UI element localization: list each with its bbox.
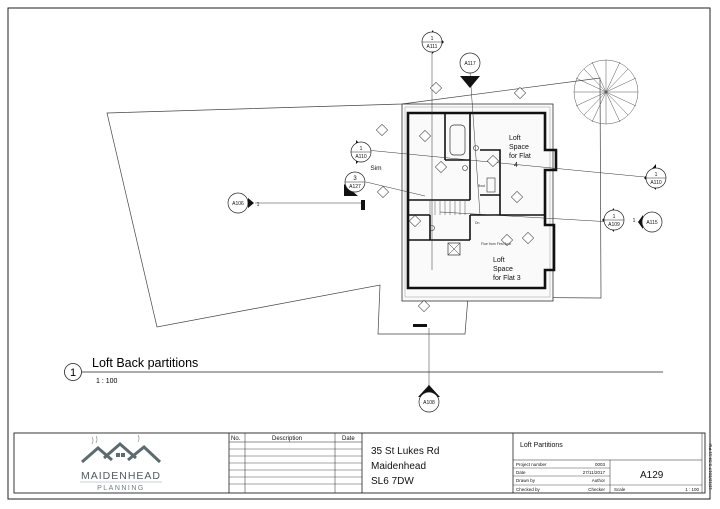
field-project-number-label: Project number bbox=[516, 462, 547, 467]
note-dn: Dn bbox=[475, 221, 480, 225]
callout-a106[interactable]: A106 1 bbox=[227, 192, 260, 214]
svg-text:A106: A106 bbox=[232, 201, 244, 207]
sheet-name: Loft Partitions bbox=[520, 442, 563, 449]
svg-text:A117: A117 bbox=[464, 61, 476, 67]
rev-header-date: Date bbox=[342, 436, 355, 442]
callout-a115[interactable]: A115 bbox=[638, 211, 663, 233]
sheet-border bbox=[7, 7, 711, 500]
svg-text:3: 3 bbox=[353, 176, 357, 182]
address-line-2: Maidenhead bbox=[371, 461, 426, 472]
site-boundary bbox=[106, 77, 602, 335]
svg-text:1: 1 bbox=[431, 36, 434, 42]
svg-text:1: 1 bbox=[633, 218, 636, 224]
rev-header-description: Description bbox=[272, 436, 302, 442]
sheet-number: A129 bbox=[640, 470, 664, 481]
field-checked-by-label: Checked by bbox=[516, 487, 541, 492]
svg-text:1: 1 bbox=[613, 214, 616, 220]
scale-label: Scale bbox=[614, 487, 626, 492]
sheet-info: Loft Partitions Project number 0003 Date… bbox=[516, 442, 699, 492]
callout-a117[interactable]: A117 bbox=[459, 52, 481, 88]
svg-text:A110: A110 bbox=[650, 180, 662, 186]
svg-text:1: 1 bbox=[655, 172, 658, 178]
field-drawn-by-value: Author bbox=[592, 478, 606, 483]
houses-icon bbox=[81, 442, 162, 464]
logo-top-text: MAIDENHEAD bbox=[81, 470, 161, 482]
callout-a109[interactable]: 1 A109 1 bbox=[602, 208, 636, 232]
callout-a111[interactable]: 1 A111 bbox=[421, 30, 444, 54]
field-checked-by-value: Checker bbox=[588, 487, 605, 492]
svg-text:A115: A115 bbox=[646, 220, 658, 226]
view-scale: 1 : 100 bbox=[96, 378, 118, 385]
note-flue: Flue from First floor bbox=[481, 242, 512, 246]
callout-a108[interactable]: 1 A108 bbox=[418, 385, 440, 413]
scale-value: 1 : 100 bbox=[685, 487, 699, 492]
callout-a127[interactable]: 3 A127 bbox=[344, 171, 366, 196]
view-title: 1 Loft Back partitions 1 : 100 bbox=[64, 356, 663, 385]
room-labels: Loft Space for Flat 4 Loft Space for Fla… bbox=[493, 135, 533, 282]
section-marker-2 bbox=[413, 324, 427, 327]
svg-text:1: 1 bbox=[360, 146, 363, 152]
svg-text:1: 1 bbox=[428, 385, 431, 391]
view-title-text: Loft Back partitions bbox=[92, 356, 198, 370]
elevation-tags bbox=[375, 81, 535, 313]
view-callouts: 1 A111 A117 1 A110 Sim 3 A127 A106 1 bbox=[227, 30, 667, 413]
svg-text:A110: A110 bbox=[355, 154, 367, 160]
print-timestamp: 12/12/2017 5:59:11 PM bbox=[708, 443, 713, 490]
room-label-flat3: Loft Space for Flat 3 bbox=[493, 257, 521, 282]
view-cone bbox=[573, 59, 639, 125]
rev-header-no: No. bbox=[231, 436, 241, 442]
revision-table: No. Description Date bbox=[231, 436, 355, 442]
view-number: 1 bbox=[70, 367, 76, 379]
project-address: 35 St Lukes Rd Maidenhead SL6 7DW bbox=[371, 446, 439, 487]
address-line-1: 35 St Lukes Rd bbox=[371, 446, 439, 457]
svg-text:A111: A111 bbox=[427, 44, 438, 50]
room-label-flat4: Loft Space for Flat 4 bbox=[509, 135, 533, 169]
svg-text:A109: A109 bbox=[608, 222, 620, 228]
section-marker bbox=[361, 200, 365, 210]
note-bwd: Bwd bbox=[478, 184, 485, 188]
field-drawn-by-label: Drawn by bbox=[516, 478, 536, 483]
svg-text:A127: A127 bbox=[349, 184, 361, 190]
svg-text:Sim: Sim bbox=[370, 165, 381, 172]
title-block bbox=[13, 432, 706, 494]
svg-text:1: 1 bbox=[257, 202, 260, 208]
company-logo: MAIDENHEAD PLANNING bbox=[80, 434, 162, 492]
plan-notes: Dn Flue from First floor Bwd bbox=[475, 184, 512, 246]
field-date-value: 27/11/2017 bbox=[583, 470, 606, 475]
callout-a110-left[interactable]: 1 A110 Sim bbox=[350, 140, 382, 172]
field-project-number-value: 0003 bbox=[595, 462, 606, 467]
logo-bottom-text: PLANNING bbox=[97, 485, 145, 492]
field-date-label: Date bbox=[516, 470, 526, 475]
callout-a110-right[interactable]: 1 A110 bbox=[644, 164, 667, 190]
address-line-3: SL6 7DW bbox=[371, 476, 414, 487]
svg-text:A108: A108 bbox=[423, 400, 435, 406]
